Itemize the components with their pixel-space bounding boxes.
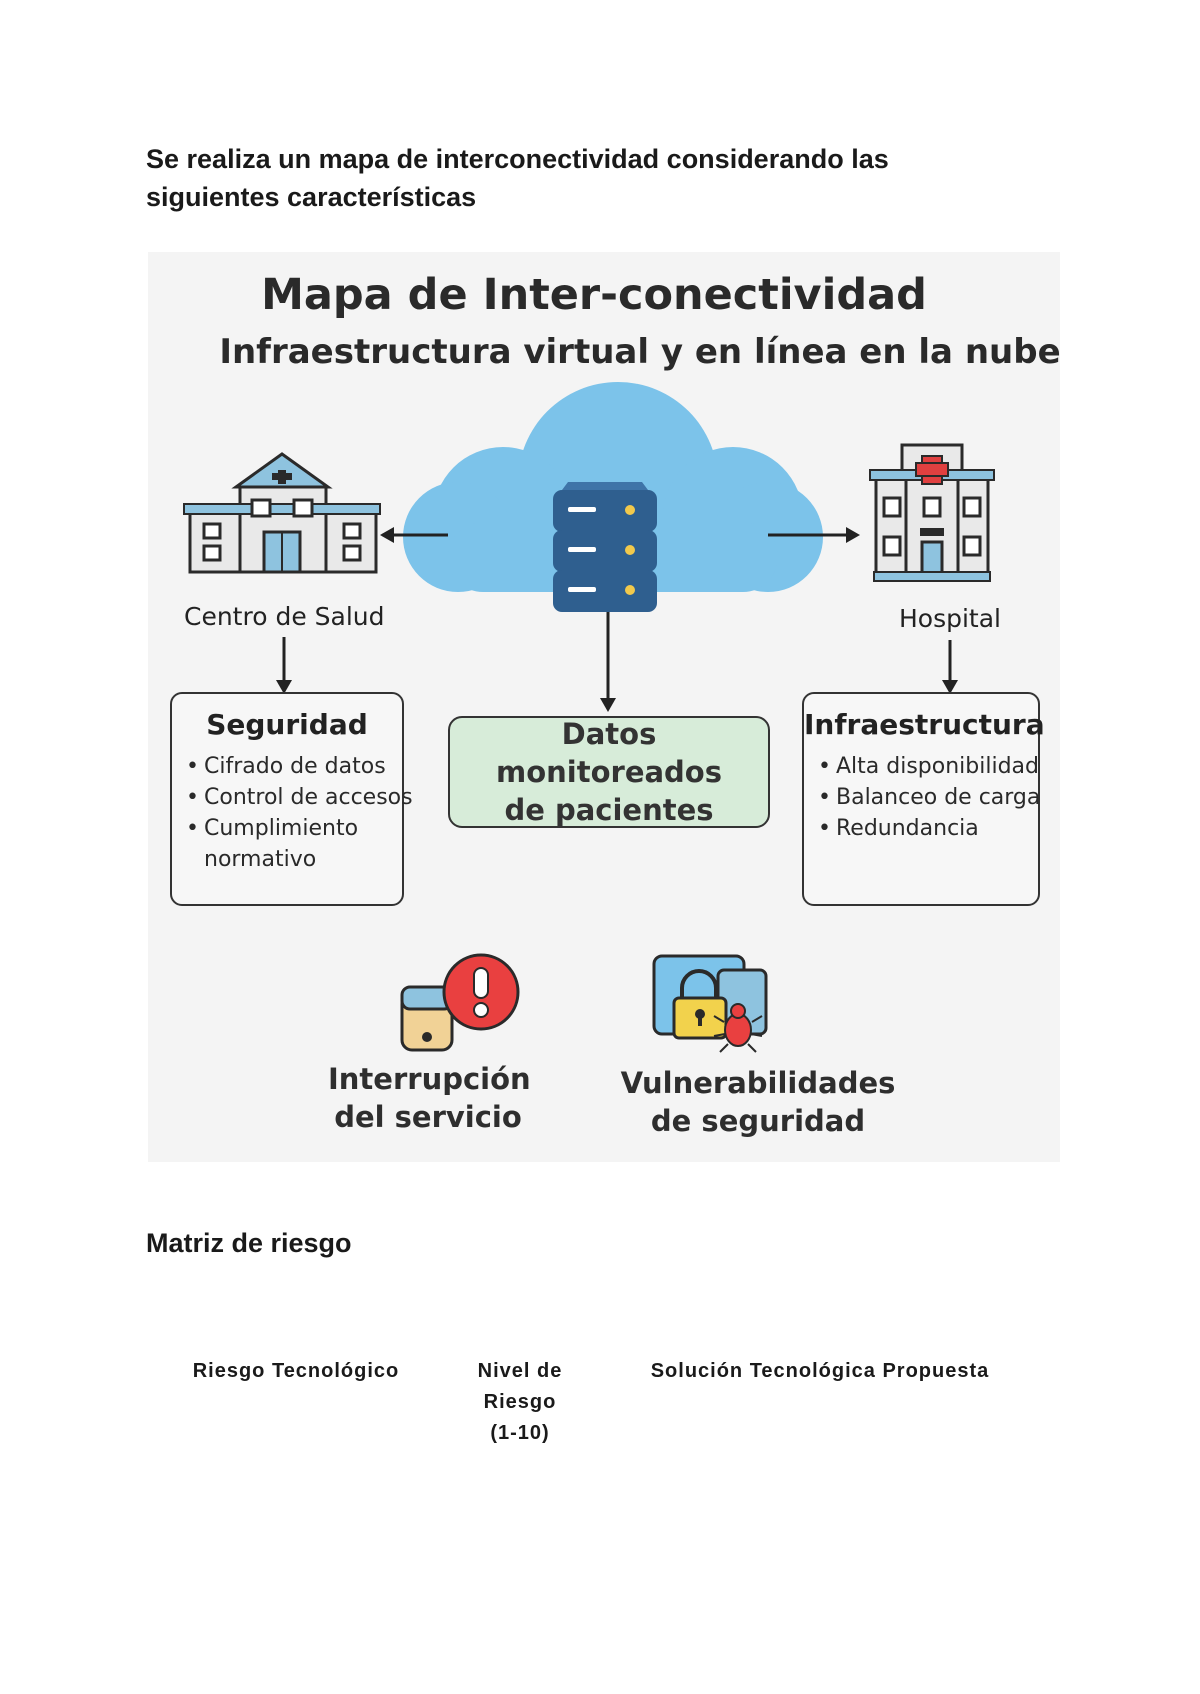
interrupcion-line1: Interrupción bbox=[328, 1062, 531, 1096]
arrow-cloud-to-hospital bbox=[768, 527, 860, 543]
arrow-cloud-to-datos bbox=[600, 612, 616, 712]
header-riesgo-tecnologico: Riesgo Tecnológico bbox=[192, 1360, 400, 1382]
seguridad-list: Cifrado de datos Control de accesos Cump… bbox=[186, 751, 413, 875]
arrow-cloud-to-centro bbox=[380, 527, 448, 543]
list-item: Cifrado de datos bbox=[186, 751, 402, 782]
header-nivel-line2: Riesgo bbox=[483, 1391, 557, 1413]
datos-line2: de pacientes bbox=[504, 793, 714, 827]
vulnerabilidades-label: Vulnerabilidades de seguridad bbox=[608, 1064, 908, 1140]
header-solucion-propuesta: Solución Tecnológica Propuesta bbox=[650, 1360, 990, 1382]
risk-matrix-title: Matriz de riesgo bbox=[146, 1228, 352, 1258]
list-item: Redundancia bbox=[818, 813, 1038, 844]
datos-line1: Datos monitoreados bbox=[496, 717, 722, 789]
header-nivel-line3: (1-10) bbox=[490, 1422, 550, 1444]
seguridad-box: Seguridad Cifrado de datos Control de ac… bbox=[170, 692, 413, 906]
list-item: Balanceo de carga bbox=[818, 782, 1040, 813]
vulnerabilidades-line2: de seguridad bbox=[650, 1104, 866, 1138]
header-nivel-riesgo: Nivel de Riesgo (1-10) bbox=[460, 1356, 580, 1449]
header-nivel-line1: Nivel de bbox=[477, 1360, 563, 1382]
diagram-graphics bbox=[183, 382, 995, 1053]
service-interruption-icon bbox=[400, 953, 520, 1052]
server-stack-icon bbox=[553, 482, 657, 612]
arrow-hospital-to-infraestructura bbox=[942, 640, 958, 694]
infraestructura-list: Alta disponibilidad Balanceo de carga Re… bbox=[818, 751, 1040, 844]
vulnerabilidades-line1: Vulnerabilidades bbox=[620, 1066, 896, 1100]
datos-monitoreados-box: Datos monitoreados de pacientes bbox=[448, 716, 770, 828]
interconnectivity-map-figure: Mapa de Inter-conectividad Infraestructu… bbox=[148, 252, 1061, 1162]
map-title: Mapa de Inter-conectividad bbox=[261, 270, 927, 320]
seguridad-title: Seguridad bbox=[206, 708, 368, 741]
arrow-centro-to-seguridad bbox=[276, 637, 292, 694]
interrupcion-label: Interrupción del servicio bbox=[328, 1060, 531, 1136]
list-item: Cumplimiento bbox=[186, 813, 402, 844]
list-item: Control de accesos bbox=[186, 782, 413, 813]
infraestructura-title: Infraestructura bbox=[804, 708, 1045, 741]
intro-paragraph: Se realiza un mapa de interconectividad … bbox=[146, 144, 889, 212]
interrupcion-line2: del servicio bbox=[334, 1100, 522, 1134]
hospital-building-icon bbox=[869, 443, 995, 582]
map-subtitle: Infraestructura virtual y en línea en la… bbox=[219, 332, 1061, 372]
security-vulnerability-icon bbox=[652, 954, 768, 1053]
hospital-label: Hospital bbox=[898, 604, 1001, 633]
centro-de-salud-label: Centro de Salud bbox=[184, 602, 385, 631]
health-center-building-icon bbox=[183, 452, 381, 574]
infraestructura-box: Infraestructura Alta disponibilidad Bala… bbox=[802, 692, 1045, 906]
list-item-continuation: normativo bbox=[204, 847, 317, 872]
list-item: Alta disponibilidad bbox=[818, 751, 1039, 782]
